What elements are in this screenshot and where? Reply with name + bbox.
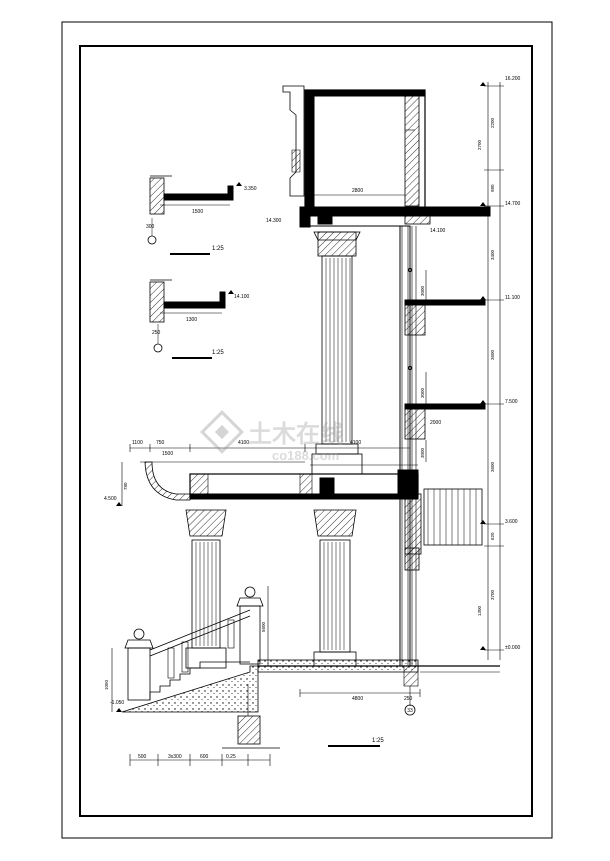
dim-r1: 2700 bbox=[477, 139, 482, 150]
dim-col-h2: 780 bbox=[123, 482, 128, 490]
scale-main: 1:25 bbox=[372, 738, 384, 744]
level-d2: 14.100 bbox=[234, 294, 250, 300]
dim-stair2: 3x300 bbox=[168, 754, 182, 760]
level-top: 16.200 bbox=[505, 76, 521, 82]
dim-small2: 250 bbox=[152, 330, 161, 336]
dim-r7: 3700 bbox=[490, 589, 495, 600]
level-r1: 14.100 bbox=[430, 228, 446, 234]
watermark-brand: 土木在线 bbox=[248, 420, 344, 448]
dim-w4: 2000 bbox=[430, 420, 441, 426]
dim-canopy-w1: 1500 bbox=[162, 451, 173, 457]
dim-w3: 3000 bbox=[420, 447, 425, 458]
dimension-lines bbox=[111, 82, 504, 766]
level-roof: 14.700 bbox=[505, 201, 521, 207]
dim-r4: 3600 bbox=[490, 349, 495, 360]
watermark: 土木在线 co188.com bbox=[200, 410, 344, 463]
right-wall bbox=[399, 225, 411, 667]
detail-1 bbox=[147, 175, 234, 255]
level-floor3: 11.100 bbox=[505, 295, 520, 301]
detail-2 bbox=[149, 279, 226, 359]
scale-detail-mid: 1:25 bbox=[212, 350, 224, 356]
dim-top-room: 2800 bbox=[352, 188, 363, 194]
dim-r6: 620 bbox=[490, 532, 495, 540]
dim-left-h: 1050 bbox=[104, 679, 109, 690]
level-terrace: 3.600 bbox=[505, 519, 518, 525]
watermark-domain: co188.com bbox=[272, 448, 339, 463]
lower-columns bbox=[185, 509, 357, 669]
level-d1: 3.350 bbox=[244, 186, 257, 192]
level-markers bbox=[116, 82, 486, 712]
level-floor2: 7.500 bbox=[505, 399, 518, 405]
dim-r2: 980 bbox=[490, 184, 495, 192]
inner-border bbox=[79, 45, 533, 817]
dim-r0: 2200 bbox=[490, 117, 495, 128]
level-exterior: -1.050 bbox=[110, 700, 124, 706]
dim-stair4: 0.25 bbox=[226, 754, 236, 760]
dim-stair1: 500 bbox=[138, 754, 147, 760]
labels: 16.200 14.700 11.100 7.500 3.600 ±0.000 … bbox=[104, 76, 521, 760]
scale-detail-top: 1:25 bbox=[212, 246, 224, 252]
main-column bbox=[311, 231, 363, 475]
dim-canopy-a: 1100 bbox=[132, 440, 143, 446]
dim-w1: 3000 bbox=[420, 285, 425, 296]
dim-r3: 3400 bbox=[490, 249, 495, 260]
level-l1: 14.300 bbox=[266, 218, 282, 224]
dim-det2: 1300 bbox=[186, 317, 197, 323]
dim-col-h1: 5600 bbox=[261, 621, 266, 632]
dim-canopy-w3: 4100 bbox=[350, 440, 361, 446]
level-canopy: 4.500 bbox=[104, 496, 117, 502]
dim-small1: 300 bbox=[146, 224, 155, 230]
axis-marker: 33 bbox=[404, 704, 416, 716]
dim-base: 4800 bbox=[352, 696, 363, 702]
dim-det1: 1500 bbox=[192, 209, 203, 215]
dim-stair3: 600 bbox=[200, 754, 209, 760]
axis-label: 33 bbox=[407, 708, 413, 714]
dim-r5: 3600 bbox=[490, 461, 495, 472]
watermark-logo-icon bbox=[200, 410, 244, 454]
dim-base2: 250 bbox=[404, 696, 413, 702]
level-ground: ±0.000 bbox=[505, 645, 520, 651]
dim-w2: 3000 bbox=[420, 387, 425, 398]
dim-r8: 1300 bbox=[477, 605, 482, 616]
dim-canopy-w2: 4100 bbox=[238, 440, 249, 446]
dim-canopy-b: 750 bbox=[156, 440, 165, 446]
outer-border bbox=[61, 21, 553, 839]
building-section bbox=[121, 85, 500, 749]
stair-balustrade bbox=[121, 586, 280, 749]
